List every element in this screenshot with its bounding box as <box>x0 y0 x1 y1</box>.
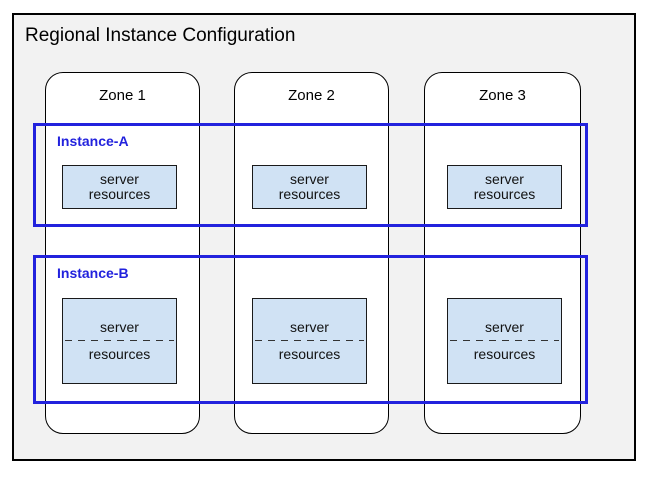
instance-b-label: Instance-B <box>57 265 129 281</box>
server-resources-instance-b-zone-3: server resources <box>447 298 562 384</box>
server-resources-line2: resources <box>278 346 341 362</box>
server-divider-dashed-line <box>450 340 559 341</box>
server-resources-line2: resources <box>278 186 341 202</box>
server-resources-line1: server <box>485 319 524 335</box>
server-resources-instance-b-zone-2: server resources <box>252 298 367 384</box>
region-title: Regional Instance Configuration <box>25 25 296 46</box>
server-resources-line1: server <box>290 171 329 187</box>
server-resources-line1: server <box>100 171 139 187</box>
server-resources-instance-b-zone-1: server resources <box>62 298 177 384</box>
server-resources-instance-a-zone-2: server resources <box>252 165 367 209</box>
zone-3-label: Zone 3 <box>479 87 526 104</box>
server-divider-dashed-line <box>255 340 364 341</box>
instance-b-box <box>33 255 588 404</box>
instance-a-label: Instance-A <box>57 133 129 149</box>
instance-a-box <box>33 123 588 227</box>
server-resources-instance-a-zone-3: server resources <box>447 165 562 209</box>
server-resources-line2: resources <box>473 186 536 202</box>
server-resources-line1: server <box>485 171 524 187</box>
server-resources-line1: server <box>290 319 329 335</box>
server-resources-line2: resources <box>473 346 536 362</box>
server-divider-dashed-line <box>65 340 174 341</box>
server-resources-line1: server <box>100 319 139 335</box>
zone-2-label: Zone 2 <box>288 87 335 104</box>
server-resources-line2: resources <box>88 346 151 362</box>
server-resources-line2: resources <box>88 186 151 202</box>
server-resources-instance-a-zone-1: server resources <box>62 165 177 209</box>
zone-1-label: Zone 1 <box>99 87 146 104</box>
